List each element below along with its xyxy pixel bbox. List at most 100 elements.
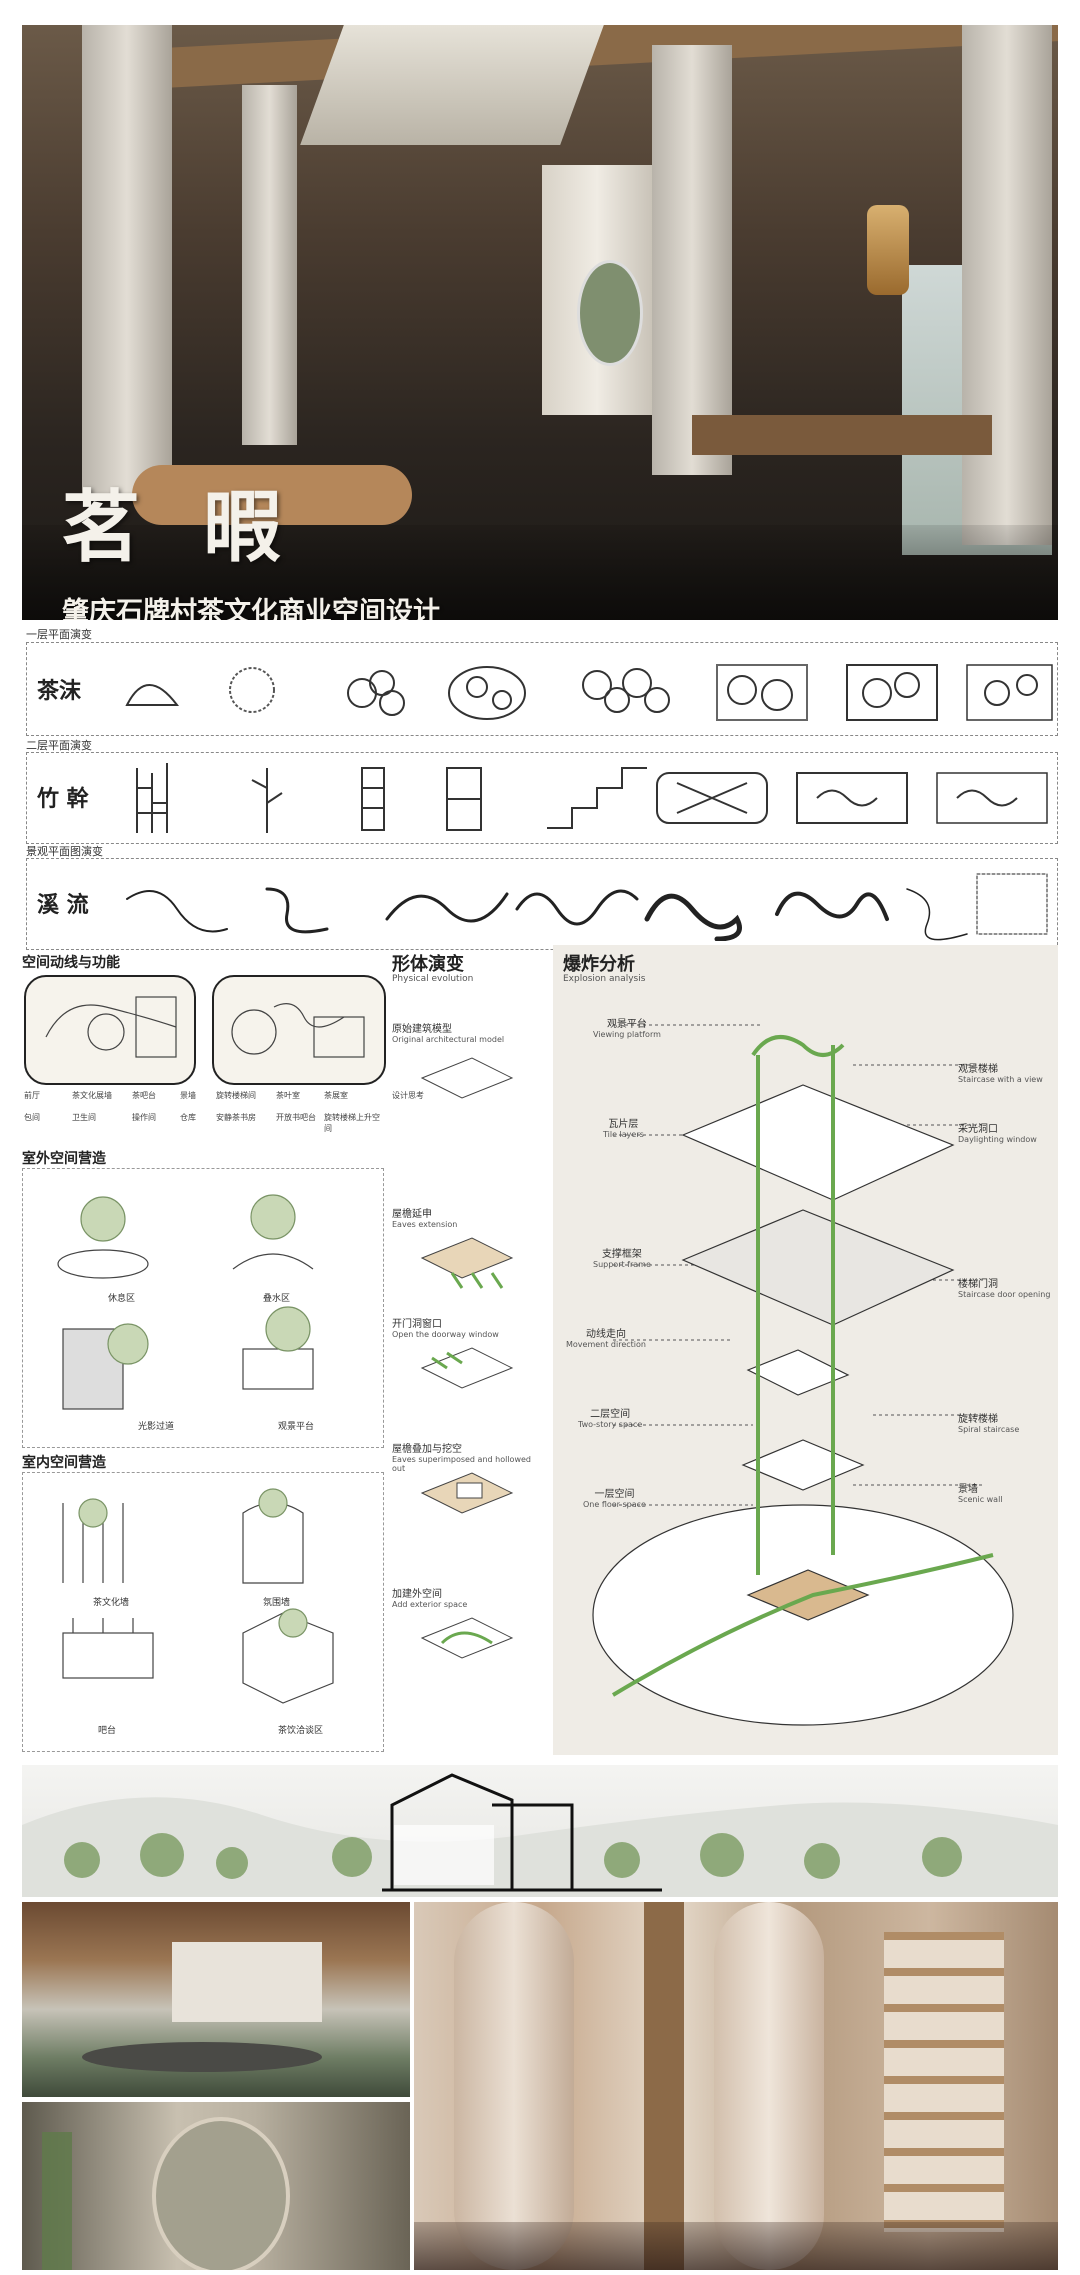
column bbox=[962, 25, 1052, 545]
label-cn: 景墙 bbox=[958, 1484, 978, 1495]
section-label-second-floor: 二层平面演变 bbox=[26, 739, 92, 752]
form-step: 屋檐叠加与挖空 Eaves superimposed and hollowed … bbox=[392, 1440, 542, 1540]
plan-drawing bbox=[231, 1003, 365, 1058]
form-step: 屋檐延申 Eaves extension bbox=[392, 1205, 542, 1305]
caption: 光影过道 bbox=[138, 1422, 175, 1432]
label-one-floor: 一层空间 One floor space bbox=[583, 1485, 646, 1509]
step-diagram bbox=[420, 1057, 514, 1099]
row-title: 茶沫 bbox=[37, 678, 82, 704]
label-en: Tile layers bbox=[603, 1130, 644, 1139]
indoor-panel: 茶文化墙 氛围墙 吧台 茶饮洽谈区 bbox=[22, 1472, 384, 1752]
stream-evolution-sketches bbox=[126, 873, 1048, 941]
floor-evolution-sketches bbox=[125, 664, 1053, 721]
wood-frame bbox=[644, 1902, 684, 2270]
outdoor-panel: 休息区 叠水区 光影过道 观景平台 bbox=[22, 1168, 384, 1448]
form-step: 开门洞窗口 Open the doorway window bbox=[392, 1315, 542, 1415]
project-subtitle: 肇庆石牌村茶文化商业空间设计 bbox=[62, 597, 440, 620]
moon-window bbox=[152, 2117, 290, 2270]
legend-item: 包间 bbox=[24, 1113, 40, 1122]
label-staircase-view: 观景楼梯 Staircase with a view bbox=[958, 1060, 1043, 1084]
indoor-vignettes bbox=[62, 1488, 334, 1704]
step-title: 开门洞窗口 bbox=[392, 1319, 442, 1330]
legend-item: 茶吧台 bbox=[132, 1091, 156, 1100]
round-window bbox=[577, 260, 643, 366]
first-floor-plan bbox=[24, 975, 196, 1085]
bookshelf bbox=[884, 1932, 1004, 2232]
label-support-frame: 支撑框架 Support frame bbox=[593, 1245, 651, 1269]
form-step: 原始建筑模型 Original architectural model bbox=[392, 1020, 542, 1130]
indoor-heading: 室内空间营造 bbox=[22, 1455, 106, 1471]
label-daylighting: 采光洞口 Daylighting window bbox=[958, 1120, 1037, 1144]
legend-item: 安静茶书房 bbox=[216, 1113, 256, 1122]
label-en: One floor space bbox=[583, 1500, 646, 1509]
explosion-heading: 爆炸分析 bbox=[563, 954, 635, 975]
label-en: Two-story space bbox=[578, 1420, 643, 1429]
render-moon-gate bbox=[22, 2102, 410, 2270]
legend-item: 前厅 bbox=[24, 1091, 40, 1100]
label-tile-layers: 瓦片层 Tile layers bbox=[603, 1115, 644, 1139]
circular-paving bbox=[82, 2042, 322, 2072]
label-scenic-wall: 景墙 Scenic wall bbox=[958, 1480, 1003, 1504]
explosion-heading-en: Explosion analysis bbox=[563, 974, 646, 984]
label-cn: 观景楼梯 bbox=[958, 1064, 998, 1075]
caption: 叠水区 bbox=[263, 1294, 291, 1304]
table bbox=[692, 415, 992, 455]
step-title-en: Eaves extension bbox=[392, 1220, 458, 1229]
step-title-en: Eaves superimposed and hollowed out bbox=[392, 1455, 531, 1473]
label-en: Daylighting window bbox=[958, 1135, 1037, 1144]
form-heading-en: Physical evolution bbox=[392, 974, 474, 984]
step-title: 屋檐延申 bbox=[392, 1209, 432, 1220]
design-note-label: 设计思考 bbox=[392, 1091, 424, 1100]
legend-item: 茶展室 bbox=[324, 1091, 348, 1100]
form-heading: 形体演变 bbox=[392, 954, 464, 975]
legend-item: 操作间 bbox=[132, 1113, 156, 1122]
label-en: Staircase door opening bbox=[958, 1290, 1051, 1299]
render-interior-columns bbox=[414, 1902, 1058, 2270]
plan-drawing bbox=[45, 996, 177, 1058]
caption: 氛围墙 bbox=[263, 1598, 291, 1608]
second-floor-plan bbox=[212, 975, 386, 1085]
legend-item: 开放书吧台 bbox=[276, 1113, 316, 1122]
label-cn: 支撑框架 bbox=[601, 1249, 642, 1260]
evolution-row-second-floor: 竹 幹 bbox=[26, 752, 1058, 844]
label-viewing-platform: 观景平台 Viewing platform bbox=[593, 1015, 661, 1039]
label-en: Scenic wall bbox=[958, 1495, 1003, 1504]
evolution-row-landscape: 溪 流 bbox=[26, 858, 1058, 950]
step-diagram bbox=[420, 1347, 514, 1389]
building-facade bbox=[172, 1942, 322, 2022]
skylight bbox=[300, 25, 604, 145]
circulation-heading: 空间动线与功能 bbox=[22, 955, 120, 971]
label-cn: 采光洞口 bbox=[958, 1124, 998, 1135]
exploded-axonometric bbox=[592, 1024, 1014, 1726]
label-en: Staircase with a view bbox=[958, 1075, 1043, 1084]
pendant-lamp bbox=[867, 205, 909, 295]
hero-render: 茗 暇 肇庆石牌村茶文化商业空间设计 bbox=[22, 25, 1058, 620]
row-title: 竹 幹 bbox=[37, 786, 89, 812]
project-title: 茗 暇 bbox=[62, 482, 300, 573]
step-title: 加建外空间 bbox=[392, 1589, 442, 1600]
section-elevation bbox=[22, 1765, 1058, 1897]
label-cn: 动线走向 bbox=[585, 1329, 626, 1340]
label-en: Viewing platform bbox=[593, 1030, 661, 1039]
floor bbox=[414, 2222, 1058, 2270]
label-cn: 旋转楼梯 bbox=[958, 1414, 998, 1425]
caption: 茶文化墙 bbox=[93, 1598, 130, 1608]
legend-item: 景墙 bbox=[180, 1091, 196, 1100]
outdoor-vignettes bbox=[57, 1194, 314, 1410]
label-cn: 楼梯门洞 bbox=[958, 1279, 998, 1290]
function-legend: 前厅 茶文化展墙 茶吧台 景墙 旋转楼梯间 茶叶室 茶展室 包间 卫生间 操作间… bbox=[24, 1090, 384, 1136]
legend-item: 卫生间 bbox=[72, 1113, 96, 1122]
step-title-en: Open the doorway window bbox=[392, 1330, 499, 1339]
label-cn: 二层空间 bbox=[590, 1409, 631, 1420]
step-title-en: Add exterior space bbox=[392, 1600, 468, 1609]
label-cn: 一层空间 bbox=[594, 1489, 635, 1500]
legend-item: 茶文化展墙 bbox=[72, 1091, 112, 1100]
floor-shadow bbox=[22, 525, 1058, 620]
label-two-story: 二层空间 Two-story space bbox=[578, 1405, 642, 1429]
label-cn: 观景平台 bbox=[606, 1019, 647, 1030]
row-title: 溪 流 bbox=[37, 892, 89, 918]
legend-item: 旋转楼梯间 bbox=[216, 1091, 256, 1100]
section-label-landscape: 景观平面图演变 bbox=[26, 845, 103, 858]
curved-column bbox=[714, 1902, 824, 2270]
caption: 茶饮洽谈区 bbox=[278, 1726, 324, 1736]
